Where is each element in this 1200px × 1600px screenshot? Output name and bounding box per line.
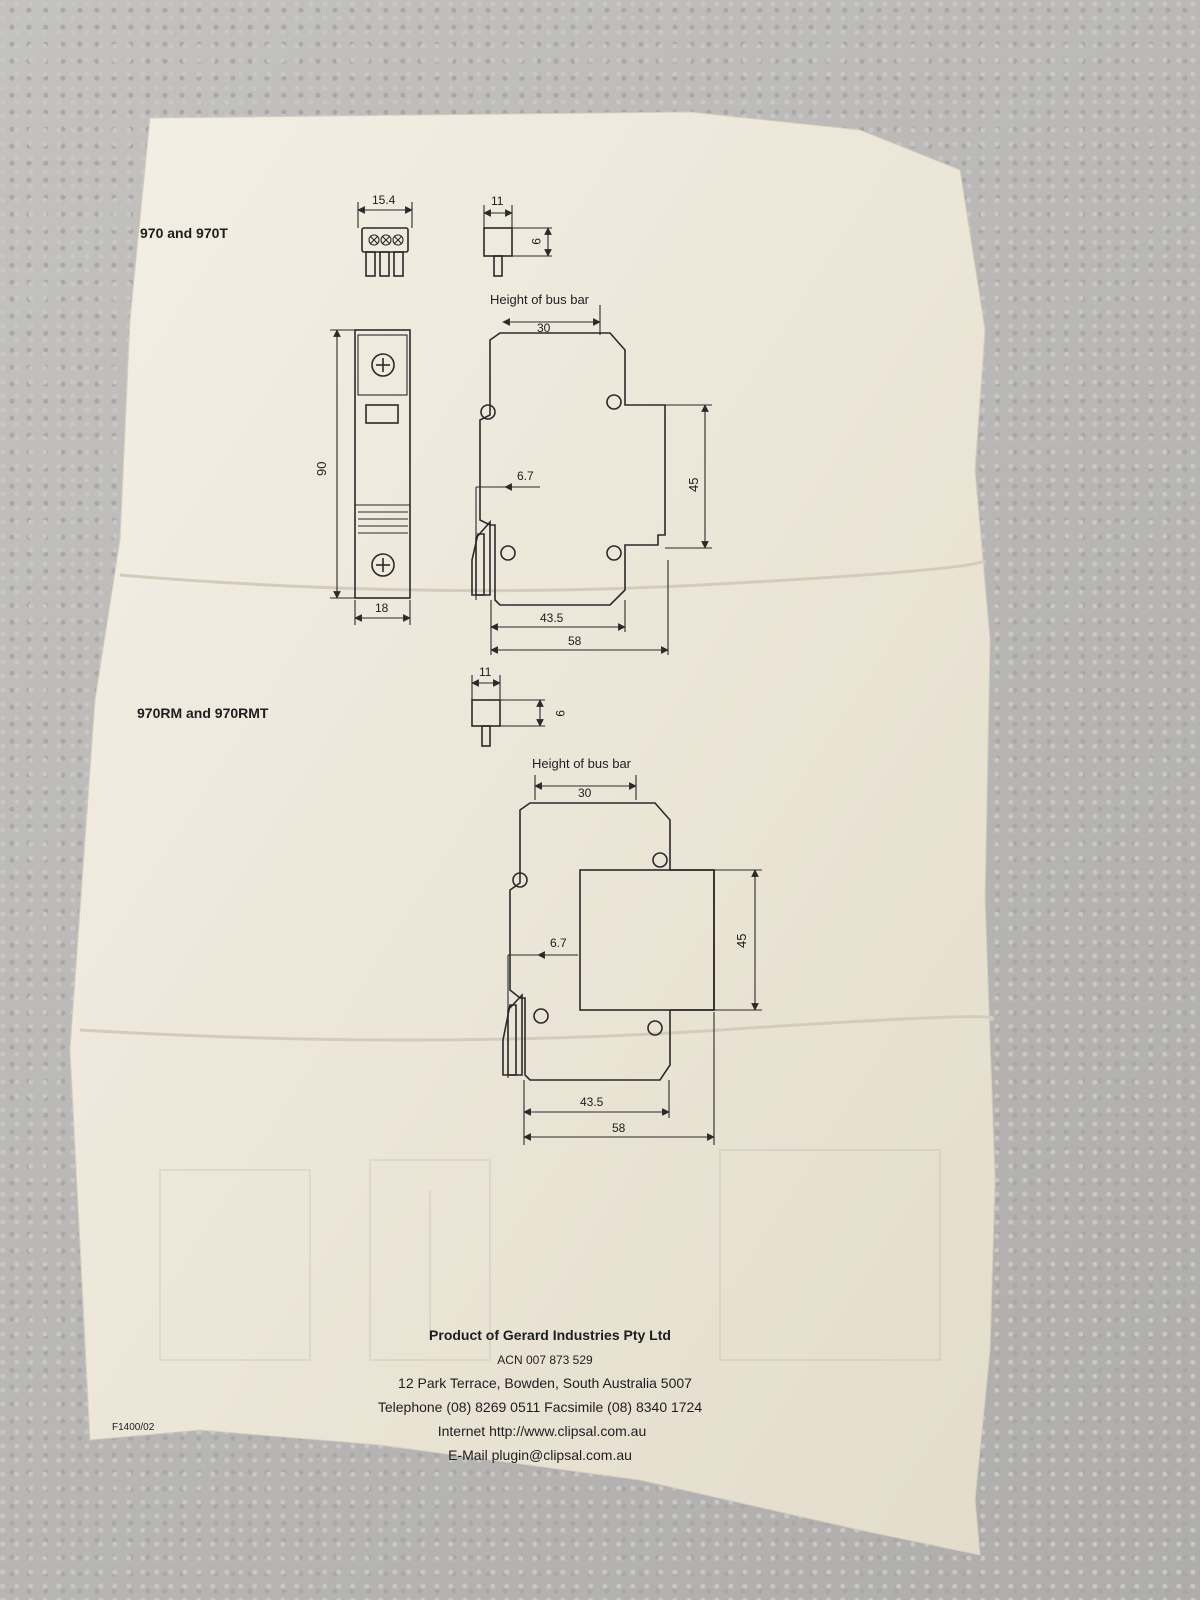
cap-detail-1: 11 9 [483,194,552,277]
cap2-height-label: 9 [553,710,567,717]
terminal-width-label: 15.4 [372,193,396,207]
section1-title: 970 and 970T [140,225,228,241]
bus-width-label-2: 30 [578,786,592,800]
side-profile-1: Height of bus bar 30 6.7 45 43.5 58 [471,292,712,655]
company-phone: Telephone (08) 8269 0511 Facsimile (08) … [378,1399,703,1415]
company-name: Product of Gerard Industries Pty Ltd [429,1327,671,1343]
side-profile-2: Height of bus bar 30 6.7 45 43.5 58 [502,756,762,1145]
terminal-top-view: 15.4 [357,193,413,277]
company-email: E-Mail plugin@clipsal.com.au [448,1447,632,1463]
front-height-label: 90 [314,462,329,476]
body-height-label-2: 45 [734,934,749,948]
front-width-label: 18 [375,601,389,615]
section2-title: 970RM and 970RMT [137,705,269,721]
bleed-through-marks [159,1149,941,1361]
cap2-width-label: 11 [479,665,492,679]
cap1-width-label: 11 [491,194,504,208]
front-view-module: 90 18 [314,329,411,625]
footer-block: Product of Gerard Industries Pty Ltd ACN… [378,1327,703,1463]
company-internet: Internet http://www.clipsal.com.au [438,1423,647,1439]
bus-label-2: Height of bus bar [532,756,632,771]
cap-detail-2: 11 9 [471,665,567,747]
rail-offset-label-2: 6.7 [550,936,567,950]
paper-sheet [69,111,996,1556]
bus-width-label-1: 30 [537,321,551,335]
company-address: 12 Park Terrace, Bowden, South Australia… [398,1375,692,1391]
document-code: F1400/02 [112,1422,155,1433]
body-height-label-1: 45 [686,478,701,492]
bus-label-1: Height of bus bar [490,292,590,307]
fold-crease [119,558,987,593]
company-acn: ACN 007 873 529 [497,1353,593,1367]
total-depth-label-1: 58 [568,634,582,648]
base-depth-label-1: 43.5 [540,611,564,625]
base-depth-label-2: 43.5 [580,1095,604,1109]
cap1-height-label: 9 [529,238,543,245]
rail-offset-label-1: 6.7 [517,469,534,483]
total-depth-label-2: 58 [612,1121,626,1135]
